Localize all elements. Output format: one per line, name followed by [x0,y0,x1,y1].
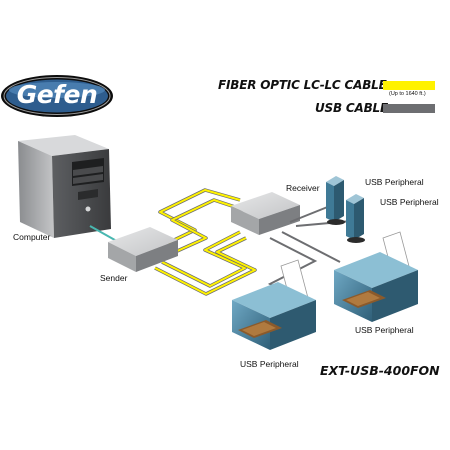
sender-box [108,227,178,272]
fiber-cable-swatch [383,81,435,90]
model-number: EXT-USB-400FON [320,363,440,378]
usb-cable-label: USB CABLE [315,101,388,115]
fiber-cable-note: (Up to 1640 ft.) [389,91,426,97]
peripheral-label-4: USB Peripheral [240,359,299,369]
fiber-cable-label: FIBER OPTIC LC-LC CABLE [218,78,387,92]
sender-label: Sender [100,273,128,283]
usb-peripheral-3-printer [334,231,418,322]
receiver-label: Receiver [286,183,320,193]
usb-peripheral-4-printer [232,259,316,350]
usb-peripheral-2 [346,194,365,243]
peripheral-label-1: USB Peripheral [365,177,424,187]
usb-cable-swatch [383,104,435,113]
gefen-logo-text: Gefen [16,80,98,109]
gefen-logo [1,75,113,117]
peripheral-label-2: USB Peripheral [380,197,439,207]
computer-tower [18,135,111,238]
computer-label: Computer [13,232,51,242]
fiber-cables [154,188,257,296]
peripheral-label-3: USB Peripheral [355,325,414,335]
receiver-box [231,192,300,235]
usb-peripheral-1 [326,176,345,225]
